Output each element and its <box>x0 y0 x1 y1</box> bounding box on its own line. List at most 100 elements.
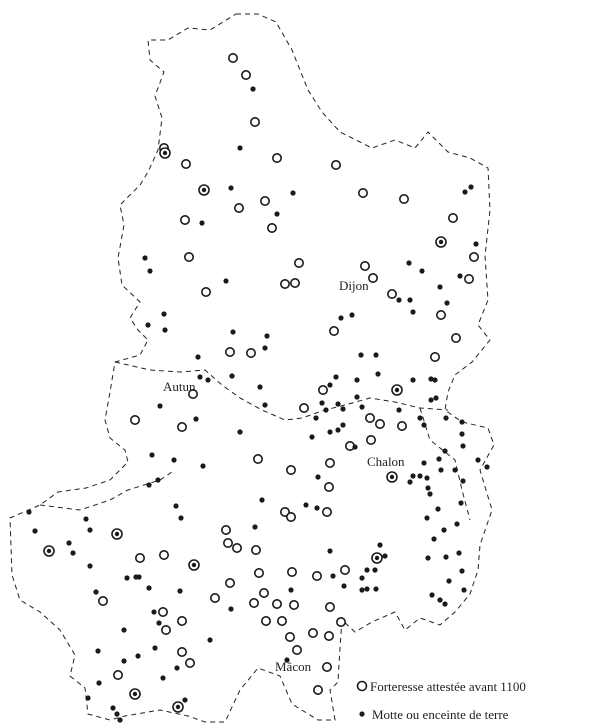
fortress-marker <box>260 615 271 626</box>
motte-marker <box>429 592 435 598</box>
motte-marker <box>156 620 162 626</box>
motte-marker <box>372 567 378 573</box>
motte-marker <box>459 431 465 437</box>
motte-marker <box>460 443 466 449</box>
fortress-marker <box>254 567 265 578</box>
motte-marker <box>428 376 434 382</box>
fortress-and-motte-center <box>175 704 181 710</box>
motte-marker <box>340 406 346 412</box>
motte-marker <box>354 394 360 400</box>
fortress-and-motte-center <box>394 387 400 393</box>
motte-marker <box>155 477 161 483</box>
fortress-marker <box>398 194 409 205</box>
motte-marker <box>145 322 151 328</box>
motte-marker <box>193 416 199 422</box>
legend-fortress-label: Forteresse attestée avant 1100 <box>370 679 526 694</box>
internal-boundary-north <box>114 361 449 421</box>
motte-marker <box>223 278 229 284</box>
motte-marker <box>407 297 413 303</box>
fortress-marker <box>311 570 322 581</box>
fortress-marker <box>161 624 172 635</box>
motte-marker <box>364 586 370 592</box>
fortress-marker <box>321 661 332 672</box>
fortress-marker <box>98 595 109 606</box>
legend-fortress-symbol <box>356 680 368 692</box>
fortress-marker <box>359 260 370 271</box>
motte-marker <box>162 327 168 333</box>
motte-marker <box>406 260 412 266</box>
motte-marker <box>26 509 32 515</box>
motte-marker <box>85 695 91 701</box>
motte-marker <box>427 491 433 497</box>
fortress-marker <box>450 332 461 343</box>
fortress-marker <box>328 325 339 336</box>
fortress-marker <box>298 402 309 413</box>
motte-marker <box>359 575 365 581</box>
motte-marker <box>410 309 416 315</box>
fortress-marker <box>286 566 297 577</box>
fortress-and-motte-center <box>438 239 444 245</box>
motte-marker <box>230 329 236 335</box>
motte-marker <box>375 371 381 377</box>
motte-marker <box>443 415 449 421</box>
motte-marker <box>396 407 402 413</box>
motte-marker <box>468 184 474 190</box>
legend-motte-label: Motte ou enceinte de terre <box>372 707 509 722</box>
city-label-macon: Mâcon <box>275 659 312 674</box>
motte-marker <box>460 478 466 484</box>
motte-marker <box>135 653 141 659</box>
fortress-marker <box>335 616 346 627</box>
motte-marker <box>136 574 142 580</box>
fortress-marker <box>246 347 257 358</box>
motte-marker <box>461 587 467 593</box>
fortress-and-motte-center <box>132 691 138 697</box>
fortress-marker <box>223 537 234 548</box>
motte-marker <box>161 311 167 317</box>
motte-marker <box>359 404 365 410</box>
fortress-marker <box>317 384 328 395</box>
fortress-marker <box>364 412 375 423</box>
motte-marker <box>382 553 388 559</box>
motte-marker <box>432 377 438 383</box>
motte-marker <box>437 284 443 290</box>
motte-marker <box>417 473 423 479</box>
motte-marker <box>83 516 89 522</box>
motte-marker <box>87 563 93 569</box>
fortress-marker <box>339 564 350 575</box>
motte-marker <box>96 680 102 686</box>
motte-marker <box>421 460 427 466</box>
motte-marker <box>303 502 309 508</box>
motte-marker <box>284 657 290 663</box>
motte-marker <box>424 515 430 521</box>
motte-marker <box>157 403 163 409</box>
motte-marker <box>373 586 379 592</box>
motte-marker <box>484 464 490 470</box>
fortress-marker <box>181 159 192 170</box>
fortress-marker <box>177 615 188 626</box>
fortress-marker <box>293 257 304 268</box>
motte-marker <box>407 479 413 485</box>
fortress-marker <box>323 630 334 641</box>
fortress-marker <box>271 598 282 609</box>
motte-marker <box>228 606 234 612</box>
motte-marker <box>452 467 458 473</box>
motte-marker <box>454 521 460 527</box>
fortress-marker <box>463 273 474 284</box>
motte-marker <box>207 637 213 643</box>
motte-marker <box>205 377 211 383</box>
motte-marker <box>182 697 188 703</box>
fortress-marker <box>259 196 270 207</box>
motte-marker <box>197 374 203 380</box>
fortress-and-motte-center <box>46 548 52 554</box>
motte-marker <box>250 86 256 92</box>
city-label-autun: Autun <box>163 379 196 394</box>
motte-marker <box>327 429 333 435</box>
fortress-marker <box>321 506 332 517</box>
motte-marker <box>114 711 120 717</box>
motte-marker <box>237 145 243 151</box>
motte-marker <box>327 548 333 554</box>
motte-marker <box>373 352 379 358</box>
motte-marker <box>335 401 341 407</box>
fortress-marker <box>279 278 290 289</box>
fortress-marker <box>228 52 239 63</box>
